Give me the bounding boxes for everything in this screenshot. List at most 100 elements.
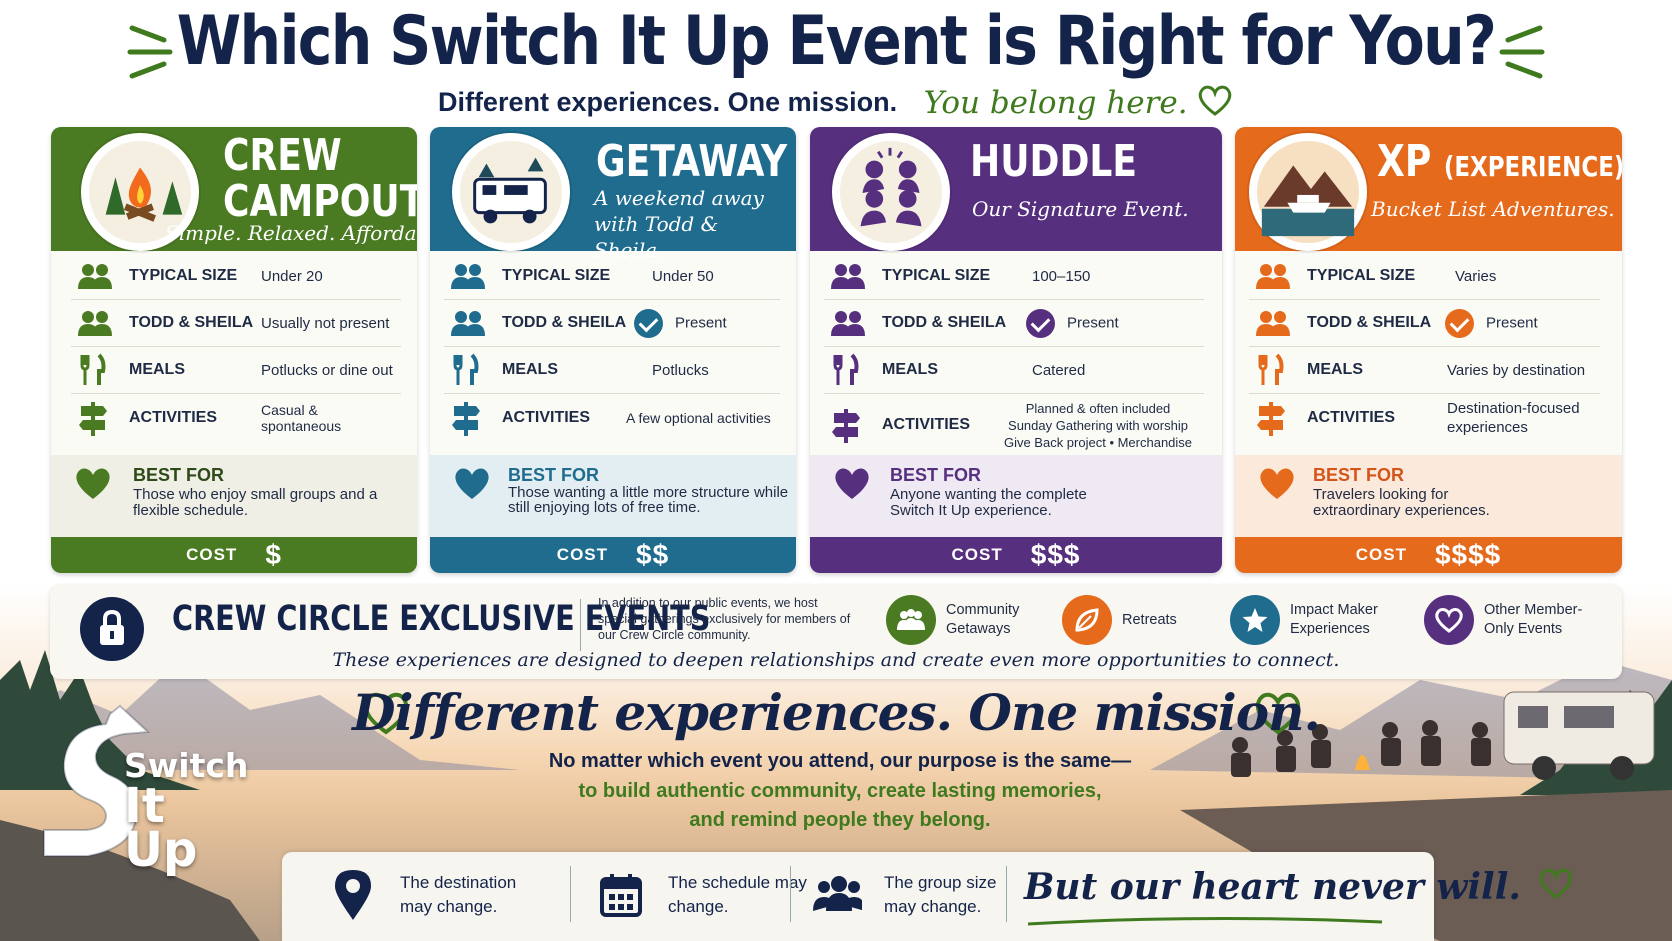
checkmark-icon <box>634 308 663 338</box>
cruise-ship-icon <box>1249 133 1367 251</box>
exclusive-item-community-getaways[interactable]: Community Getaways <box>886 595 1054 645</box>
row-label: ACTIVITIES <box>129 408 218 426</box>
row-value: Present <box>634 308 780 338</box>
lock-icon <box>80 597 144 661</box>
row-typical-size: TYPICAL SIZE Under 20 <box>71 253 401 300</box>
best-for-text: Travelers looking for extraordinary expe… <box>1313 486 1490 519</box>
row-meals: MEALS Potlucks <box>444 347 780 394</box>
row-todd-sheila: TODD & SHEILA Present <box>1249 300 1600 347</box>
card-tagline: Simple. Relaxed. Affordable. <box>165 221 417 245</box>
location-pin-icon <box>328 868 378 922</box>
card-huddle[interactable]: HUDDLE Our Signature Event. TYPICAL SIZE… <box>810 127 1222 573</box>
best-for-section: BEST FOR Travelers looking for extraordi… <box>1235 455 1622 539</box>
card-tagline: Our Signature Event. <box>972 197 1189 221</box>
row-label: ACTIVITIES <box>502 408 591 426</box>
footer-strip: The destination may change. The schedule… <box>282 852 1573 941</box>
row-label: TODD & SHEILA <box>129 314 254 331</box>
cost-bar: COST $$ <box>430 537 796 573</box>
exclusive-item-retreats[interactable]: Retreats <box>1062 595 1202 645</box>
row-label: MEALS <box>1307 361 1363 378</box>
card-title: HUDDLE <box>970 136 1138 187</box>
group-icon <box>1249 258 1307 294</box>
signpost-icon <box>1249 400 1307 436</box>
exclusive-item-impact-maker[interactable]: Impact Maker Experiences <box>1230 595 1398 645</box>
footer-item-group-size: The group size may change. <box>812 868 1024 922</box>
exclusive-item-label: Retreats <box>1122 611 1177 628</box>
title-accent-left <box>126 20 174 80</box>
mission-statement-highlight: to build authentic community, create las… <box>578 780 1102 802</box>
row-value: Catered <box>1032 361 1086 379</box>
row-value: 100–150 <box>1032 267 1091 285</box>
divider <box>1006 866 1007 922</box>
cost-bar: COST $$$ <box>810 537 1222 573</box>
row-value: Present <box>1026 308 1204 338</box>
card-getaway[interactable]: GETAWAY A weekend away with Todd & Sheil… <box>430 127 796 573</box>
couple-icon <box>444 305 502 341</box>
heart-outline-icon <box>360 690 412 741</box>
heart-outline-icon <box>1252 690 1304 741</box>
heart-icon <box>1424 595 1474 645</box>
signpost-icon <box>824 407 882 443</box>
best-for-section: BEST FOR Those wanting a little more str… <box>430 455 796 539</box>
cost-label: COST <box>951 545 1003 564</box>
page-title: Which Switch It Up Event is Right for Yo… <box>176 2 1497 81</box>
row-activities: ACTIVITIES Casual & spontaneous <box>71 394 401 441</box>
checkmark-icon <box>1445 308 1474 338</box>
star-icon <box>1230 595 1280 645</box>
row-activities: ACTIVITIES A few optional activities <box>444 394 780 441</box>
card-details: TYPICAL SIZE Varies TODD & SHEILA Presen… <box>1249 253 1600 441</box>
row-todd-sheila: TODD & SHEILA Present <box>824 300 1204 347</box>
mission-statement-highlight: and remind people they belong. <box>689 809 991 831</box>
row-activities: ACTIVITIES Destination-focused experienc… <box>1249 394 1600 441</box>
row-value: Varies by destination <box>1447 361 1586 379</box>
divider <box>790 866 791 922</box>
divider <box>570 866 571 922</box>
row-label: MEALS <box>882 361 938 378</box>
row-typical-size: TYPICAL SIZE Varies <box>1249 253 1600 300</box>
fork-knife-icon <box>71 352 129 388</box>
campfire-icon <box>81 133 199 251</box>
cost-value: $$$ <box>1030 539 1081 570</box>
exclusive-events-title: CREW CIRCLE EXCLUSIVE EVENTS <box>172 599 711 639</box>
best-for-section: BEST FOR Those who enjoy small groups an… <box>51 455 417 539</box>
rv-icon <box>452 133 570 251</box>
couple-icon <box>1249 305 1307 341</box>
row-label: TYPICAL SIZE <box>502 267 611 284</box>
calendar-icon <box>596 868 646 922</box>
heart-icon <box>832 465 872 506</box>
page-subtitle: Different experiences. One mission. <box>437 87 898 117</box>
title-accent-right <box>1498 20 1546 80</box>
row-label: TYPICAL SIZE <box>129 267 238 284</box>
row-todd-sheila: TODD & SHEILA Usually not present <box>71 300 401 347</box>
row-label: TODD & SHEILA <box>1307 314 1432 331</box>
row-label: ACTIVITIES <box>882 416 971 433</box>
cost-bar: COST $ <box>51 537 417 573</box>
cost-value: $$$$ <box>1434 539 1502 570</box>
row-meals: MEALS Catered <box>824 347 1204 394</box>
subtitle-script: You belong here. <box>923 84 1188 121</box>
row-value: Under 50 <box>652 267 714 285</box>
exclusive-item-member-only[interactable]: Other Member-Only Events <box>1424 595 1596 645</box>
row-meals: MEALS Potlucks or dine out <box>71 347 401 394</box>
row-todd-sheila: TODD & SHEILA Present <box>444 300 780 347</box>
row-value: Planned & often included Sunday Gatherin… <box>1003 400 1193 450</box>
best-for-section: BEST FOR Anyone wanting the complete Swi… <box>810 455 1222 539</box>
row-label: TYPICAL SIZE <box>1307 267 1416 284</box>
card-tagline: Bucket List Adventures. <box>1371 197 1615 221</box>
card-details: TYPICAL SIZE Under 50 TODD & SHEILA Pres… <box>444 253 780 441</box>
footer-item-text: The group size may change. <box>884 873 997 916</box>
signpost-icon <box>444 400 502 436</box>
footer-closing: But our heart never will. <box>1024 866 1575 908</box>
group-icon <box>444 258 502 294</box>
row-label: TODD & SHEILA <box>502 314 627 331</box>
row-value: Usually not present <box>261 314 390 332</box>
best-for-text: Those who enjoy small groups and a flexi… <box>133 486 378 519</box>
huddle-people-icon <box>832 133 950 251</box>
footer-item-text: The destination may change. <box>400 873 517 916</box>
crew-circle-band: CREW CIRCLE EXCLUSIVE EVENTS In addition… <box>50 585 1622 679</box>
card-xp[interactable]: XP (EXPERIENCE) Bucket List Adventures. … <box>1235 127 1622 573</box>
heart-icon <box>452 465 492 506</box>
cost-label: COST <box>186 545 238 564</box>
fork-knife-icon <box>444 352 502 388</box>
